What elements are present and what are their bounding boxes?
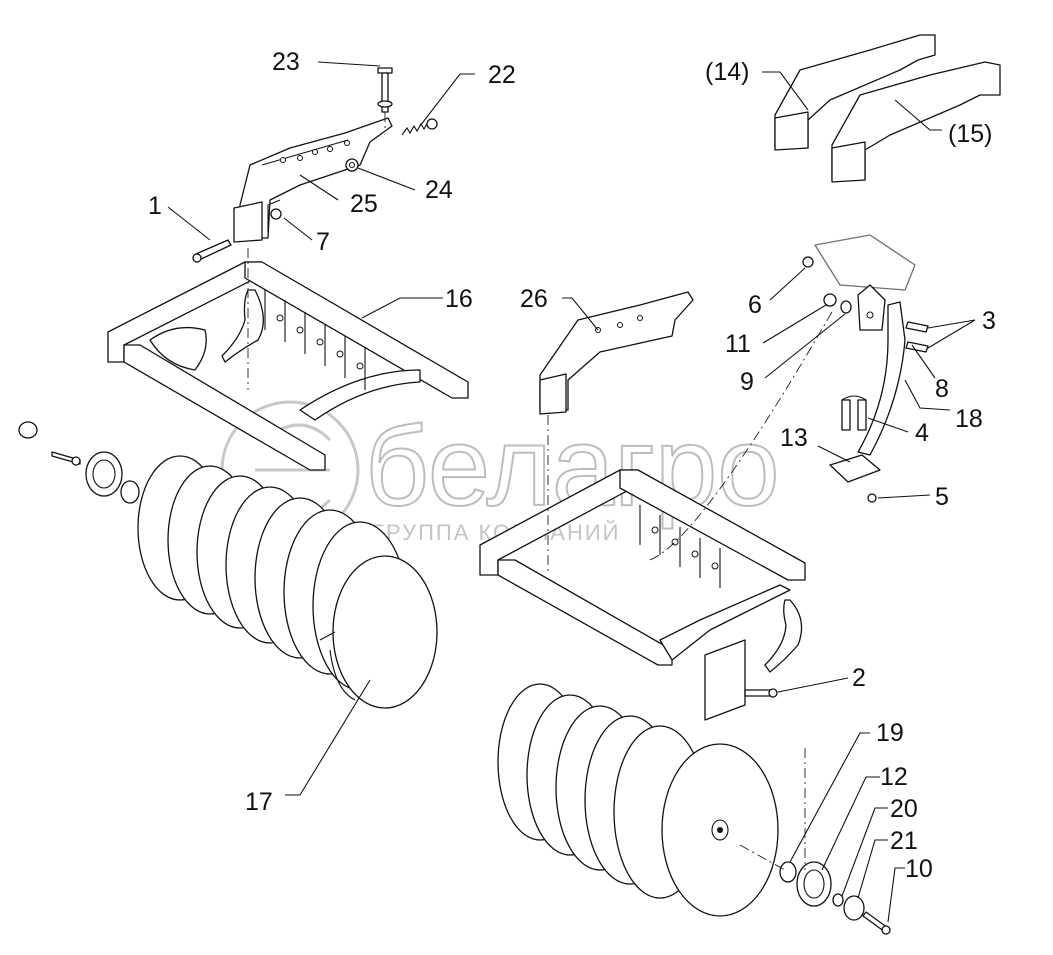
callout-5: 5 (935, 483, 949, 511)
callout-17: 17 (245, 788, 273, 816)
nut-24 (345, 158, 359, 172)
bracket-25 (233, 117, 393, 243)
callout-22: 22 (488, 61, 516, 89)
callout-18: 18 (955, 405, 983, 433)
roller-right (497, 683, 779, 917)
callout-11: 11 (725, 330, 751, 358)
callout-23: 23 (272, 48, 300, 76)
callout-7: 7 (316, 228, 330, 256)
callout-13: 13 (780, 424, 808, 452)
callout-20: 20 (890, 795, 918, 823)
bracket-26 (539, 291, 694, 415)
callout-2: 2 (852, 664, 866, 692)
spring-22 (401, 118, 438, 136)
bolt-1 (192, 239, 232, 263)
bracket-14 (774, 34, 936, 151)
hub-left (18, 421, 140, 504)
callout-14: (14) (705, 58, 749, 86)
bolt-23 (377, 67, 393, 113)
callout-19: 19 (876, 719, 904, 747)
callout-1: 1 (148, 192, 162, 220)
callout-16: 16 (445, 285, 473, 313)
scraper-assembly (802, 234, 929, 503)
callout-8: 8 (935, 375, 949, 403)
callout-26: 26 (520, 285, 548, 313)
callout-6: 6 (748, 291, 762, 319)
leader-lines (167, 61, 976, 923)
callout-4: 4 (915, 419, 929, 447)
callout-labels: 23 22 1 25 24 7 16 26 6 11 9 3 8 18 4 13… (148, 48, 996, 883)
hub-right (779, 861, 891, 935)
callout-10: 10 (905, 855, 933, 883)
callout-21: 21 (890, 827, 918, 855)
callout-12: 12 (880, 763, 908, 791)
frame-right (479, 469, 806, 721)
callout-3: 3 (982, 307, 996, 335)
roller-17 (137, 455, 438, 709)
callout-25: 25 (350, 190, 378, 218)
callout-9: 9 (740, 368, 754, 396)
callout-15: (15) (948, 120, 992, 148)
bracket-15 (831, 61, 1001, 183)
callout-24: 24 (425, 176, 453, 204)
assembly-lines (247, 112, 833, 871)
nut-7 (270, 208, 282, 220)
